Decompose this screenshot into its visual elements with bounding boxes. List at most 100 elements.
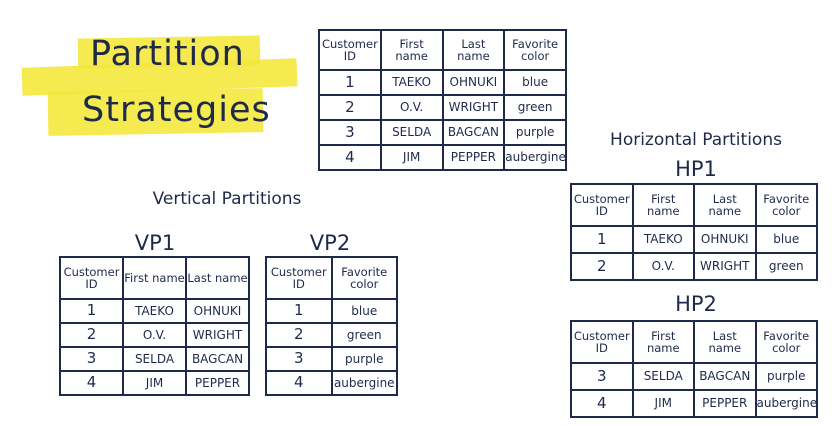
table-cell: OHNUKI — [185, 298, 250, 324]
table-cell: OHNUKI — [693, 225, 757, 254]
table-cell: purple — [503, 119, 567, 146]
table-cell: 3 — [570, 362, 634, 391]
table-cell: aubergine — [330, 370, 398, 396]
column-header: Favorite color — [754, 320, 818, 364]
table-cell: O.V. — [122, 322, 187, 348]
table-cell: TAEKO — [379, 69, 444, 96]
table-cell: 3 — [265, 346, 333, 372]
column-header: First name — [122, 256, 187, 300]
table-cell: blue — [330, 298, 398, 324]
table-cell: 1 — [570, 225, 634, 254]
column-header: Customer ID — [318, 29, 382, 71]
vertical-partitions-heading: Vertical Partitions — [152, 189, 302, 209]
table-cell: aubergine — [503, 144, 567, 171]
column-header: Customer ID — [265, 256, 333, 300]
title-line-2: Strategies — [82, 90, 271, 130]
table-cell: 2 — [59, 322, 124, 348]
table-cell: WRIGHT — [441, 94, 506, 121]
table-cell: OHNUKI — [441, 69, 506, 96]
title-line-1: Partition — [90, 34, 245, 74]
table-cell: 1 — [59, 298, 124, 324]
table-cell: BAGCAN — [693, 362, 757, 391]
table-cell: BAGCAN — [441, 119, 506, 146]
table-cell: green — [330, 322, 398, 348]
table-cell: TAEKO — [122, 298, 187, 324]
column-header: Last name — [441, 29, 506, 71]
table-cell: O.V. — [631, 252, 695, 281]
column-header: Customer ID — [59, 256, 124, 300]
column-header: Favorite color — [330, 256, 398, 300]
table-cell: TAEKO — [631, 225, 695, 254]
table-cell: JIM — [379, 144, 444, 171]
table-cell: PEPPER — [693, 389, 757, 418]
column-header: Favorite color — [503, 29, 567, 71]
table-cell: 3 — [59, 346, 124, 372]
table-cell: 1 — [318, 69, 382, 96]
table-cell: PEPPER — [185, 370, 250, 396]
table-cell: JIM — [122, 370, 187, 396]
column-header: First name — [379, 29, 444, 71]
table-cell: purple — [754, 362, 818, 391]
column-header: Customer ID — [570, 320, 634, 364]
table-cell: green — [503, 94, 567, 121]
column-header: First name — [631, 320, 695, 364]
hp1-label: HP1 — [675, 157, 717, 181]
table-cell: WRIGHT — [185, 322, 250, 348]
column-header: First name — [631, 183, 695, 227]
column-header: Customer ID — [570, 183, 634, 227]
table-cell: O.V. — [379, 94, 444, 121]
table-cell: 2 — [318, 94, 382, 121]
column-header: Last name — [185, 256, 250, 300]
table-cell: BAGCAN — [185, 346, 250, 372]
table-cell: 4 — [59, 370, 124, 396]
table-cell: SELDA — [379, 119, 444, 146]
table-cell: 3 — [318, 119, 382, 146]
column-header: Last name — [693, 320, 757, 364]
table-cell: 4 — [570, 389, 634, 418]
table-cell: 4 — [318, 144, 382, 171]
vp2-label: VP2 — [309, 231, 351, 255]
table-cell: 4 — [265, 370, 333, 396]
table-cell: blue — [503, 69, 567, 96]
table-cell: 2 — [265, 322, 333, 348]
table-cell: WRIGHT — [693, 252, 757, 281]
table-cell: SELDA — [631, 362, 695, 391]
table-cell: 1 — [265, 298, 333, 324]
table-cell: 2 — [570, 252, 634, 281]
column-header: Last name — [693, 183, 757, 227]
table-cell: PEPPER — [441, 144, 506, 171]
column-header: Favorite color — [754, 183, 818, 227]
vp1-label: VP1 — [134, 231, 176, 255]
hp2-label: HP2 — [675, 292, 717, 316]
table-cell: aubergine — [754, 389, 818, 418]
table-cell: JIM — [631, 389, 695, 418]
table-cell: green — [754, 252, 818, 281]
table-cell: blue — [754, 225, 818, 254]
